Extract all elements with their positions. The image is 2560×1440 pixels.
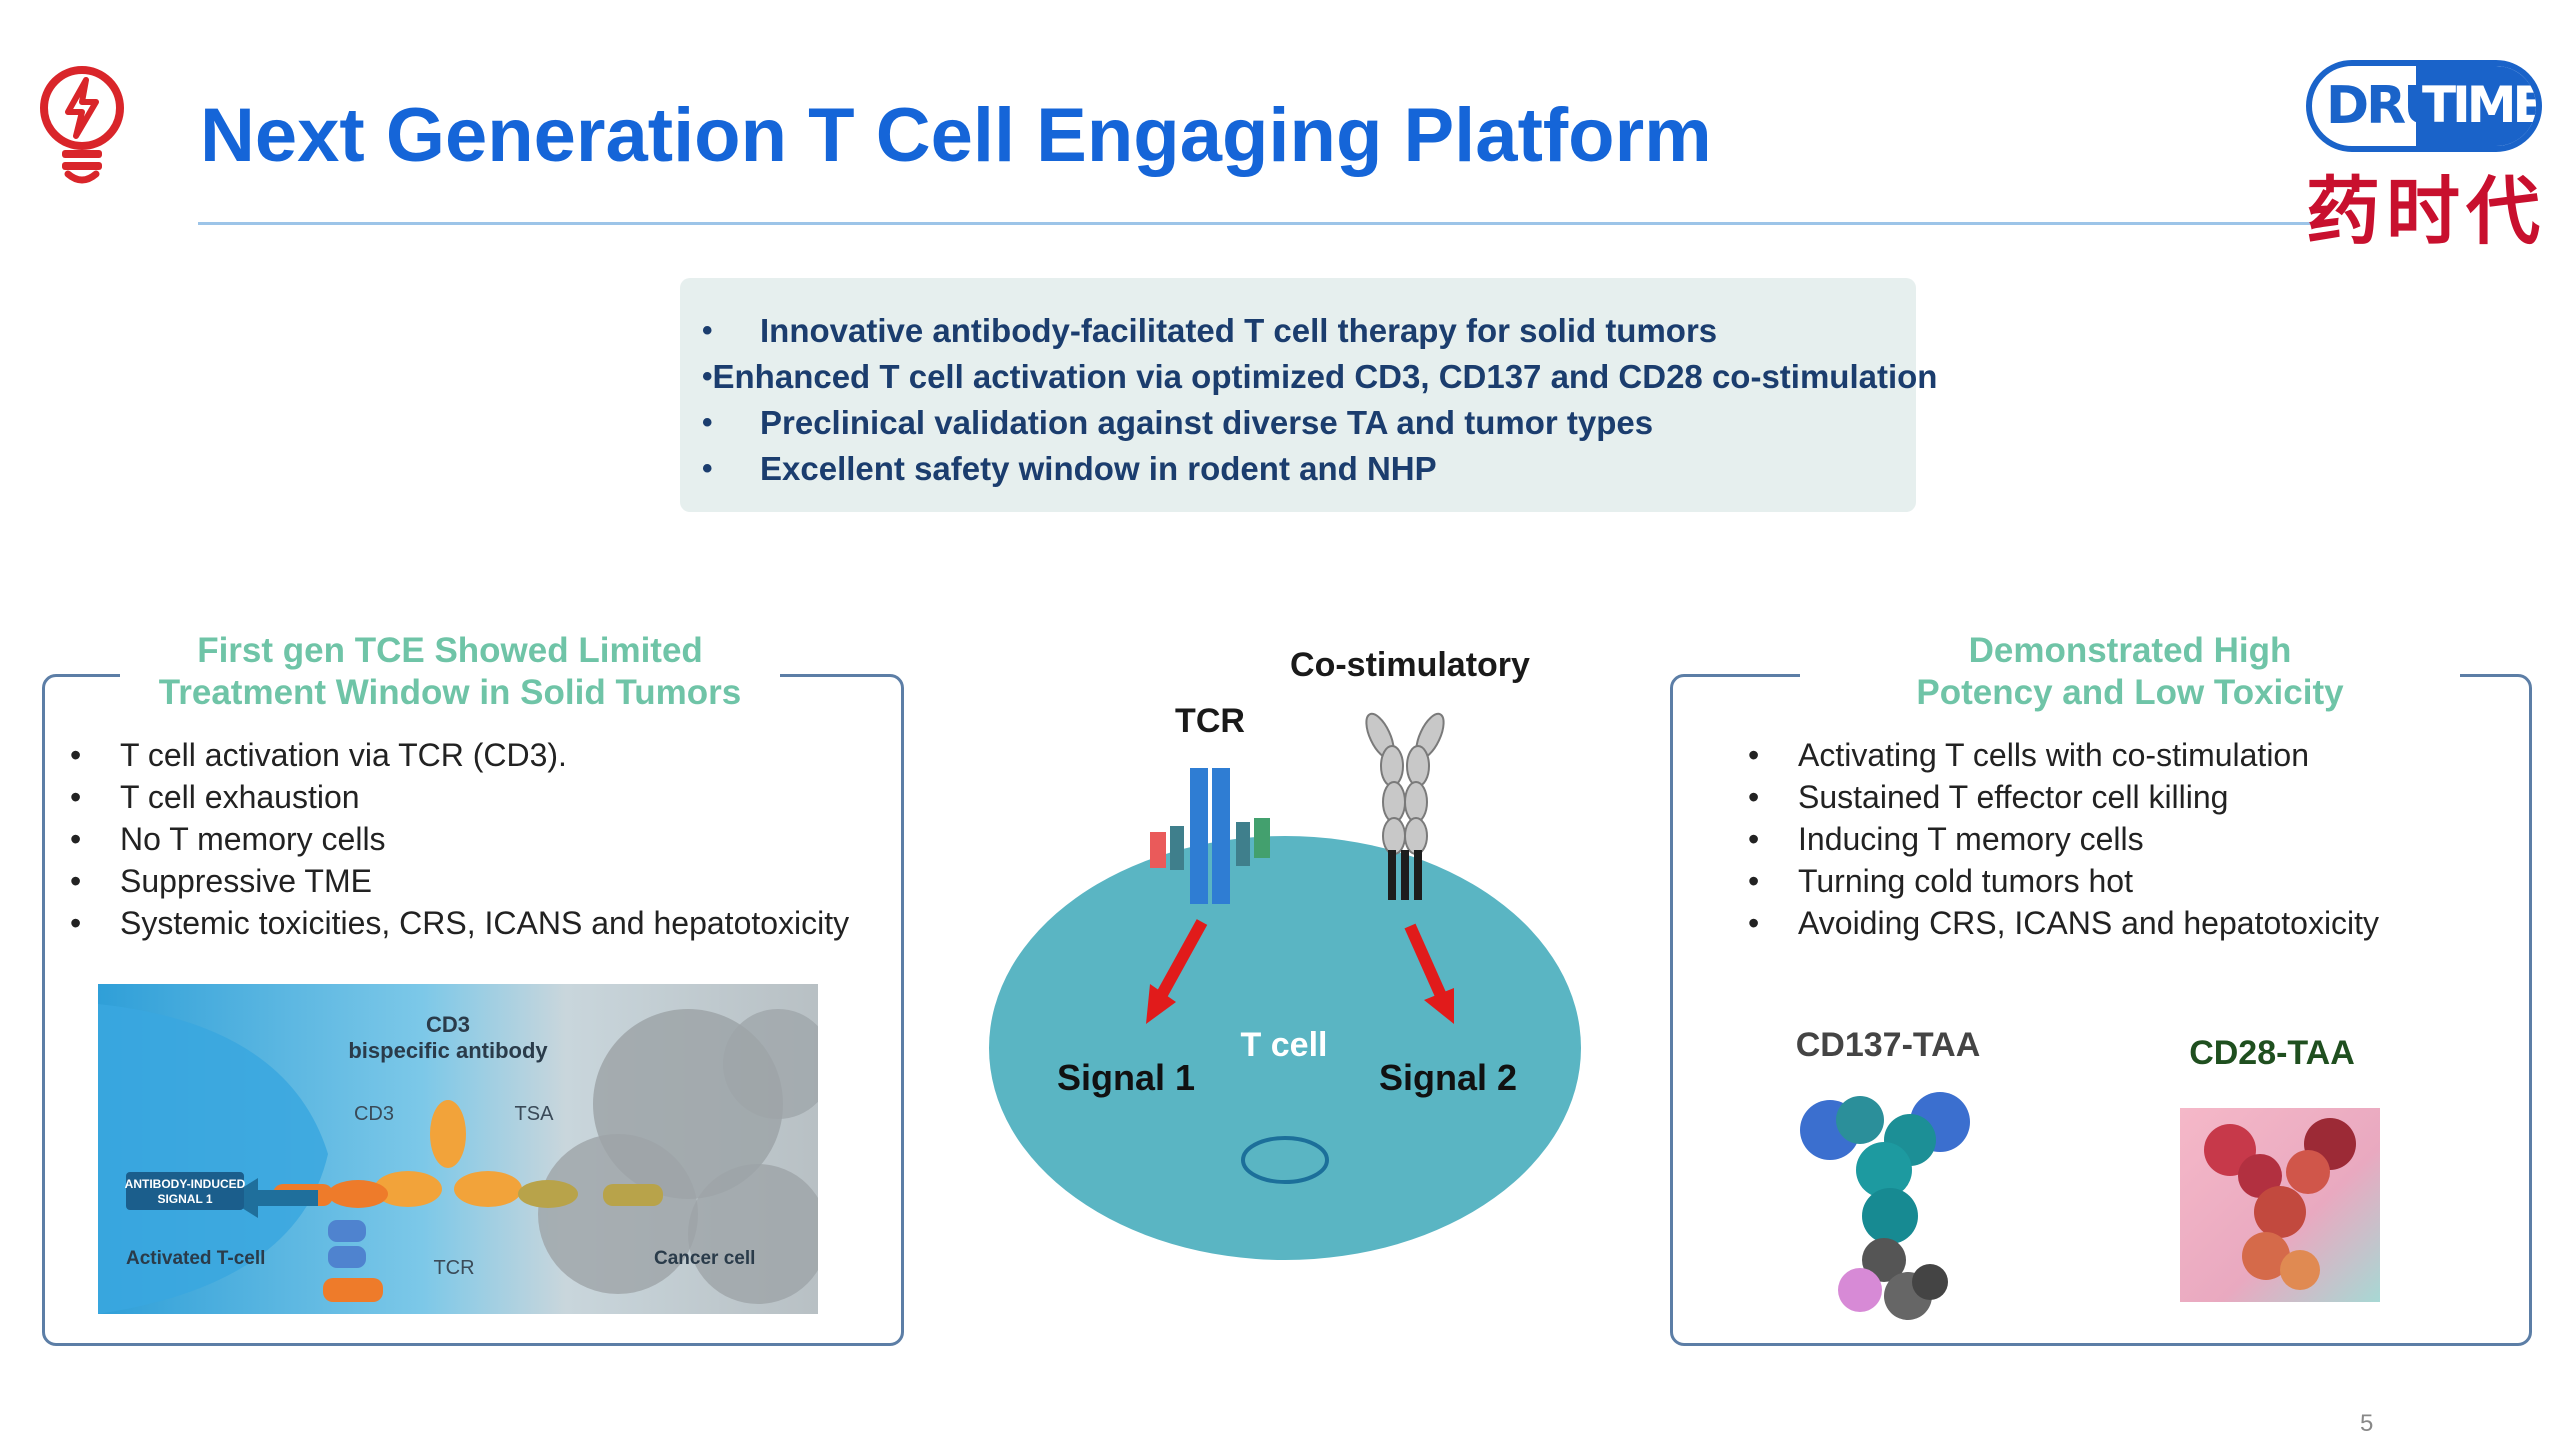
antibody-structures-figure: CD137-TAA CD28-TAA — [1796, 1026, 2380, 1320]
list-item-text: Activating T cells with co-stimulation — [1798, 737, 2310, 773]
signal-1-arrow-icon — [1154, 919, 1208, 1001]
bullet: • — [1748, 863, 1760, 899]
highlight-item: • Innovative antibody-facilitated T cell … — [702, 308, 1916, 354]
cd137-taa-molecule — [1800, 1092, 1970, 1320]
t-cell-signaling-diagram: Co-stimulatory TCR T cell Signal 1 Signa… — [989, 646, 1581, 1260]
bullet: • — [70, 863, 82, 899]
bispecific-antibody-shape — [273, 1100, 663, 1302]
title-divider — [198, 222, 2310, 225]
cancer-cell-label: Cancer cell — [654, 1248, 755, 1269]
list-item: • Activating T cells with co-stimulation — [1748, 734, 2379, 776]
signal-2-label: Signal 2 — [1379, 1057, 1517, 1098]
signal-2-arrow-icon — [1404, 923, 1448, 1001]
signal-arrow-icon — [226, 1178, 318, 1218]
page-title: Next Generation T Cell Engaging Platform — [200, 93, 1712, 178]
list-item: • T cell exhaustion — [70, 776, 849, 818]
highlight-item: •Enhanced T cell activation via optimize… — [702, 354, 1937, 400]
bullet: • — [702, 360, 713, 393]
bullet: • — [702, 314, 713, 347]
cd3-label: CD3 — [354, 1103, 394, 1125]
cancer-cell-cluster — [538, 1009, 818, 1304]
list-item: • Avoiding CRS, ICANS and hepatotoxicity — [1748, 902, 2379, 944]
signal-2-arrowhead — [1424, 988, 1454, 1024]
t-cell-body — [98, 1004, 328, 1314]
nucleus-ellipse — [1241, 1136, 1329, 1184]
bullet: • — [1748, 821, 1760, 857]
figure-title-line1: CD3 — [426, 1012, 470, 1037]
highlight-item: • Preclinical validation against diverse … — [702, 400, 1916, 446]
list-item-text: Suppressive TME — [120, 863, 372, 899]
list-item-text: Systemic toxicities, CRS, ICANS and hepa… — [120, 905, 850, 941]
signal-1-label: Signal 1 — [1057, 1057, 1195, 1098]
highlight-text: Enhanced T cell activation via optimized… — [712, 358, 1938, 395]
left-panel-heading: First gen TCE Showed Limited Treatment W… — [120, 630, 780, 714]
left-heading-line1: First gen TCE Showed Limited — [197, 631, 703, 670]
tsa-label: TSA — [515, 1103, 555, 1125]
signal-1-arrowhead — [1146, 984, 1176, 1024]
t-cell-ellipse — [989, 836, 1581, 1260]
logo-chinese-text: 药时代 — [2306, 169, 2546, 255]
figure-title-line2: bispecific antibody — [348, 1038, 548, 1063]
bullet: • — [70, 737, 82, 773]
costimulatory-label: Co-stimulatory — [1290, 646, 1530, 684]
list-item-text: Avoiding CRS, ICANS and hepatotoxicity — [1798, 905, 2380, 941]
right-panel-list: •Activating T cells with co-stimulation … — [1748, 734, 2379, 944]
list-item-text: Inducing T memory cells — [1798, 821, 2144, 857]
bullet: • — [702, 452, 713, 485]
list-item: • Sustained T effector cell killing — [1748, 776, 2379, 818]
list-item: • Inducing T memory cells — [1748, 818, 2379, 860]
list-item-text: No T memory cells — [120, 821, 386, 857]
logo-word-times: TIMES — [2416, 66, 2536, 146]
cd28-taa-molecule — [2204, 1118, 2356, 1290]
costimulatory-receptor — [1365, 712, 1445, 855]
highlight-text: Preclinical validation against diverse T… — [760, 404, 1654, 441]
bullet: • — [70, 905, 82, 941]
tcr-receptor — [1150, 768, 1270, 904]
list-item: • Turning cold tumors hot — [1748, 860, 2379, 902]
list-item: • Suppressive TME — [70, 860, 849, 902]
tcr-label: TCR — [433, 1257, 474, 1279]
list-item: • T cell activation via TCR (CD3). — [70, 734, 849, 776]
t-cell-label: T cell — [1241, 1026, 1328, 1064]
signal-badge-line1: ANTIBODY-INDUCED — [125, 1177, 246, 1191]
bullet: • — [702, 406, 713, 439]
list-item-text: Turning cold tumors hot — [1798, 863, 2133, 899]
bullet: • — [1748, 779, 1760, 815]
bullet: • — [70, 821, 82, 857]
tcr-label: TCR — [1175, 702, 1245, 740]
list-item-text: Sustained T effector cell killing — [1798, 779, 2229, 815]
right-heading-line1: Demonstrated High — [1968, 631, 2292, 670]
list-item: • Systemic toxicities, CRS, ICANS and hep… — [70, 902, 849, 944]
page-number: 5 — [2360, 1410, 2374, 1437]
right-panel-heading: Demonstrated High Potency and Low Toxici… — [1800, 630, 2460, 714]
list-item: • No T memory cells — [70, 818, 849, 860]
highlight-text: Innovative antibody-facilitated T cell t… — [760, 312, 1718, 349]
cd137-taa-label: CD137-TAA — [1796, 1026, 1981, 1064]
bullet: • — [1748, 737, 1760, 773]
signal-badge-line2: SIGNAL 1 — [157, 1192, 212, 1206]
cd28-taa-label: CD28-TAA — [2189, 1034, 2355, 1072]
list-item-text: T cell exhaustion — [120, 779, 360, 815]
logo-pill: DRUG TIMES — [2306, 60, 2542, 152]
list-item-text: T cell activation via TCR (CD3). — [120, 737, 567, 773]
left-heading-line2: Treatment Window in Solid Tumors — [158, 673, 742, 712]
left-panel-list: • T cell activation via TCR (CD3). • T cel… — [70, 734, 849, 944]
right-heading-line2: Potency and Low Toxicity — [1916, 673, 2344, 712]
key-highlights-box: • Innovative antibody-facilitated T cell … — [680, 278, 1937, 512]
highlight-text: Excellent safety window in rodent and NH… — [760, 450, 1437, 487]
signal-badge — [126, 1172, 244, 1210]
highlight-item: • Excellent safety window in rodent and N… — [702, 446, 1916, 492]
cd3-bispecific-illustration: ANTIBODY-INDUCED SIGNAL 1 CD3 bispecific… — [98, 984, 818, 1314]
lightbulb-bolt-icon — [40, 66, 124, 184]
costimulatory-stalk — [1388, 850, 1422, 900]
bullet: • — [70, 779, 82, 815]
activated-t-cell-label: Activated T-cell — [126, 1248, 265, 1269]
drugtimes-logo: DRUG TIMES 药时代 — [2306, 60, 2546, 255]
bullet: • — [1748, 905, 1760, 941]
